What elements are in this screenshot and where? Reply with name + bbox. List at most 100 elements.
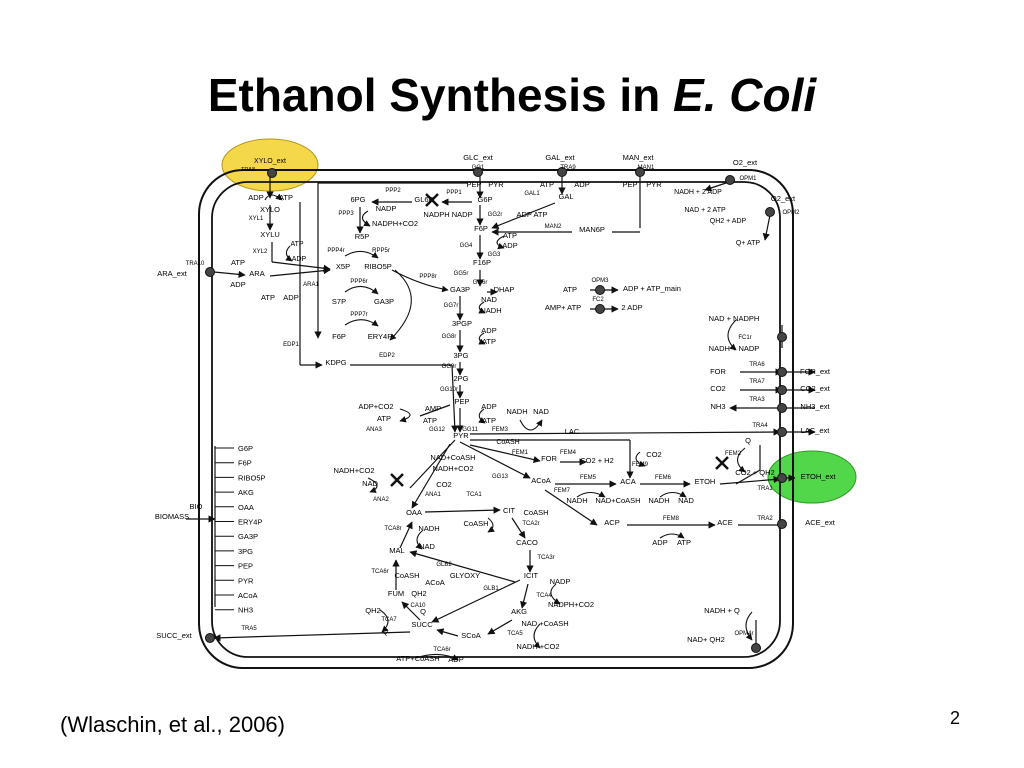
pathway-label: ATP <box>503 231 517 240</box>
pathway-label: NADH + Q <box>704 606 740 615</box>
pathway-label: NH3 <box>710 402 725 411</box>
pathway-label: NADP <box>550 577 571 586</box>
pathway-label: OPM1 <box>739 176 757 182</box>
pathway-label: FC1r <box>738 335 751 341</box>
pathway-label: 6PG <box>350 195 365 204</box>
biomass-component: ERY4P <box>238 518 262 527</box>
pathway-label: QH2 <box>411 589 426 598</box>
pathway-label: GG10r <box>440 387 458 393</box>
pathway-label: FEM7 <box>554 488 571 494</box>
pathway-label: ETOH_ext <box>801 472 837 481</box>
pathway-label: NADH <box>566 496 587 505</box>
pathway-label: X5P <box>336 262 350 271</box>
page-number: 2 <box>950 708 961 728</box>
transporter-node <box>777 519 787 529</box>
transporter-node <box>205 267 215 277</box>
pathway-label: FEM8 <box>663 516 680 522</box>
biomass-component: AKG <box>238 488 254 497</box>
transporter-node <box>595 285 605 295</box>
title-main: Ethanol Synthesis in <box>207 69 674 121</box>
pathway-label: GA3P <box>450 285 470 294</box>
pathway-label: TRA2 <box>757 516 773 522</box>
cofactor-arcs <box>264 193 753 661</box>
pathway-label: 2 ADP <box>621 303 642 312</box>
knockout-x-mark <box>425 193 439 207</box>
biomass-component: F6P <box>238 459 252 468</box>
pathway-label: FC2 <box>592 297 604 303</box>
pathway-label: DHAP <box>494 285 515 294</box>
pathway-label: XYL2 <box>253 249 268 255</box>
pathway-label: MAN6P <box>579 225 605 234</box>
pathway-label: 3PGP <box>452 319 472 328</box>
pathway-label: O2_ext <box>771 194 796 203</box>
pathway-label: NAD + NADPH <box>709 314 760 323</box>
pathway-label: XYL1 <box>249 216 264 222</box>
pathway-label: ERY4P <box>368 332 392 341</box>
pathway-label: ADP <box>502 241 517 250</box>
pathway-label: MAN1 <box>638 165 655 171</box>
pathway-label: NADP <box>376 204 397 213</box>
pathway-label: ADP <box>481 402 496 411</box>
pathway-label: TRA1 <box>757 486 773 492</box>
pathway-label: FEM9 <box>632 462 649 468</box>
pathway-label: AKG <box>511 607 527 616</box>
pathway-label: NAD+CoASH <box>430 453 475 462</box>
pathway-label: GLYOXY <box>450 571 480 580</box>
pathway-label: CA10 <box>410 603 426 609</box>
pathway-label: XYLO <box>260 205 280 214</box>
pathway-label: NAD+ QH2 <box>687 635 725 644</box>
transporter-node <box>725 175 735 185</box>
pathway-label: ANA3 <box>366 427 382 433</box>
pathway-label: ATP+CoASH <box>396 654 439 663</box>
transporter-node <box>777 332 787 342</box>
pathway-label: CoASH <box>394 571 419 580</box>
pathway-label: CoASH <box>463 519 488 528</box>
pathway-label: EDP1 <box>283 342 299 348</box>
pathway-label: NADH <box>648 496 669 505</box>
pathway-label: OPM2 <box>782 210 800 216</box>
pathway-label: ANA2 <box>373 497 389 503</box>
transporter-node <box>765 207 775 217</box>
pathway-label: MAN2 <box>545 224 562 230</box>
reaction-arrows <box>213 175 816 645</box>
pathway-label: ARA <box>249 269 264 278</box>
pathway-label: Q+ ATP <box>736 240 761 247</box>
pathway-label: R5P <box>355 232 370 241</box>
pathway-label: TRA3 <box>749 397 765 403</box>
pathway-label: TRA5 <box>241 626 257 632</box>
pathway-label: TCA4 <box>536 593 552 599</box>
biomass-component: GA3P <box>238 532 258 541</box>
pathway-label: OPM3 <box>591 278 609 284</box>
citation: (Wlaschin, et al., 2006) <box>60 712 285 737</box>
pathway-label: CO2 <box>436 480 451 489</box>
pathway-label: TCA2r <box>522 521 539 527</box>
transporter-node <box>777 427 787 437</box>
pathway-label: TRA4 <box>752 423 768 429</box>
pathway-label: ACE <box>717 518 732 527</box>
pathway-label: GG13 <box>492 474 509 480</box>
pathway-label: XYLO_ext <box>254 158 286 165</box>
outer-membrane <box>198 169 794 669</box>
pathway-label: EDP2 <box>379 353 395 359</box>
pathway-label: FOR <box>710 367 726 376</box>
pathway-label: CO2 + H2 <box>580 456 614 465</box>
transporter-node <box>595 304 605 314</box>
biomass-component: G6P <box>238 444 253 453</box>
pathway-label: ETOH <box>695 477 716 486</box>
pathway-label: O2_ext <box>733 158 758 167</box>
pathway-label: NADPH NADP <box>423 210 472 219</box>
pathway-label: ADP <box>248 193 263 202</box>
pathway-label: QH2 <box>365 606 380 615</box>
pathway-label: ARA_ext <box>157 269 188 278</box>
pathway-label: TCA1 <box>466 492 482 498</box>
biomass-component: RIBO5P <box>238 473 266 482</box>
pathway-label: GG4 <box>460 243 473 249</box>
pathway-label: GG12 <box>429 427 446 433</box>
pathway-label: Q <box>382 627 388 636</box>
pathway-label: 3PG <box>453 351 468 360</box>
pathway-label: GLB2 <box>436 562 452 568</box>
knockout-x-mark <box>390 473 404 487</box>
pathway-label: ACoA <box>531 476 551 485</box>
pathway-label: PEP <box>466 180 481 189</box>
